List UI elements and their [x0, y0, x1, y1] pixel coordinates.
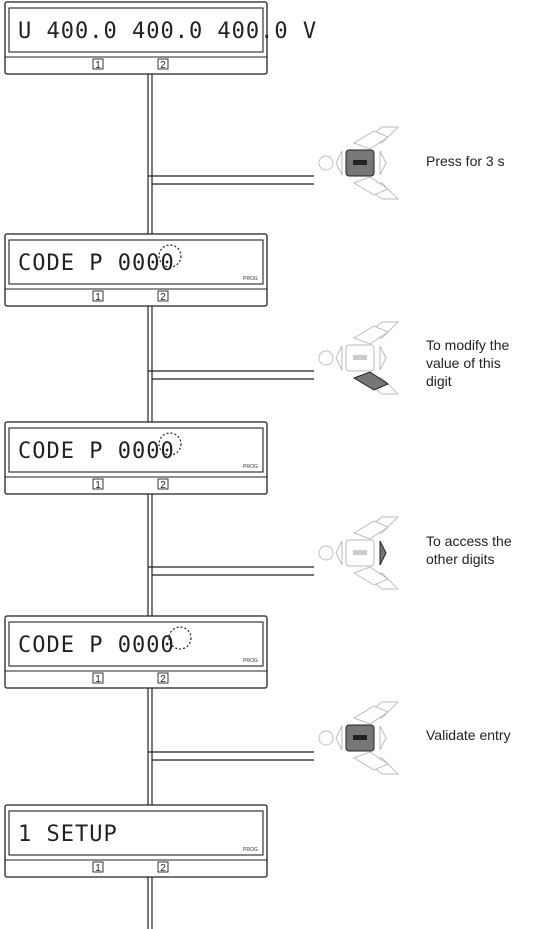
step-caption: Press for 3 s	[426, 153, 505, 169]
svg-text:2: 2	[160, 60, 166, 71]
up-key[interactable]	[352, 325, 390, 345]
left-key[interactable]	[335, 345, 343, 371]
right-key[interactable]	[379, 540, 387, 566]
prog-indicator: PROG	[243, 464, 258, 470]
enter-key-icon	[353, 550, 367, 555]
channel-indicator-2: 2	[157, 290, 169, 303]
keypad	[318, 701, 399, 775]
lcd-text: CODE P 0000	[18, 439, 175, 464]
right-key[interactable]	[379, 150, 387, 176]
svg-text:1: 1	[95, 863, 101, 874]
svg-text:2: 2	[160, 674, 166, 685]
svg-text:2: 2	[160, 863, 166, 874]
right-key[interactable]	[379, 345, 387, 371]
blinking-digit-marker	[168, 626, 192, 650]
channel-indicator-1: 1	[92, 672, 104, 685]
up-key[interactable]	[352, 520, 390, 540]
channel-indicator-2: 2	[157, 478, 169, 491]
keypad	[318, 126, 399, 200]
svg-text:2: 2	[160, 292, 166, 303]
lcd-screen: 1 SETUP PROG 1 2	[4, 804, 268, 878]
channel-indicator-2: 2	[157, 672, 169, 685]
enter-key-icon	[353, 355, 367, 360]
down-key[interactable]	[352, 566, 390, 586]
blinking-digit-marker	[158, 244, 182, 268]
down-key[interactable]	[352, 751, 390, 771]
prog-indicator: PROG	[243, 658, 258, 664]
svg-text:2: 2	[160, 480, 166, 491]
left-key[interactable]	[335, 540, 343, 566]
enter-key-icon	[353, 735, 367, 740]
lcd-text: U 400.0 400.0 400.0 V	[18, 19, 317, 44]
channel-indicator-1: 1	[92, 861, 104, 874]
step-caption: Validate entry	[426, 727, 511, 743]
down-key[interactable]	[352, 176, 390, 196]
channel-indicator-1: 1	[92, 290, 104, 303]
right-key[interactable]	[379, 725, 387, 751]
prog-indicator: PROG	[243, 847, 258, 853]
svg-text:1: 1	[95, 292, 101, 303]
blinking-digit-marker	[158, 432, 182, 456]
svg-text:1: 1	[95, 60, 101, 71]
branch	[148, 175, 314, 761]
down-key[interactable]	[352, 371, 390, 391]
left-key[interactable]	[335, 150, 343, 176]
lcd-screen: U 400.0 400.0 400.0 V 1 2	[4, 1, 317, 75]
enter-key-icon	[353, 160, 367, 165]
keypad	[318, 516, 399, 590]
svg-text:1: 1	[95, 480, 101, 491]
lcd-text: CODE P 0000	[18, 633, 175, 658]
up-key[interactable]	[352, 130, 390, 150]
lcd-text: CODE P 0000	[18, 251, 175, 276]
up-key[interactable]	[352, 705, 390, 725]
channel-indicator-2: 2	[157, 861, 169, 874]
svg-text:1: 1	[95, 674, 101, 685]
left-key[interactable]	[335, 725, 343, 751]
prog-indicator: PROG	[243, 276, 258, 282]
channel-indicator-1: 1	[92, 478, 104, 491]
channel-indicator-1: 1	[92, 58, 104, 71]
lcd-text: 1 SETUP	[18, 822, 118, 847]
channel-indicator-2: 2	[157, 58, 169, 71]
keypad	[318, 321, 399, 395]
